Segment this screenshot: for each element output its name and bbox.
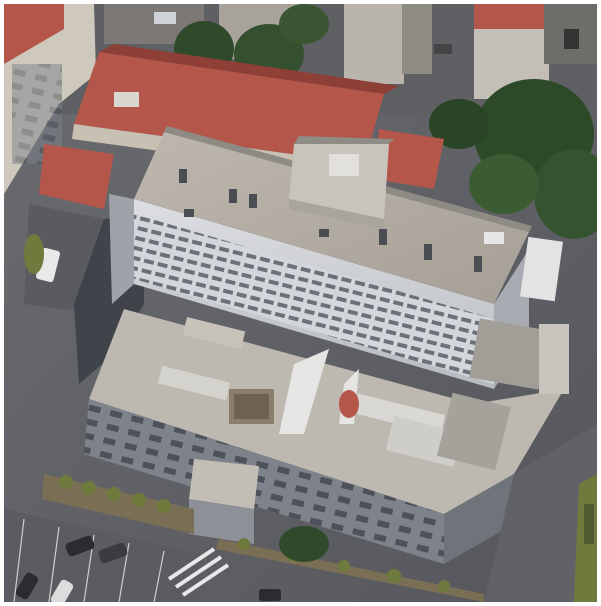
low-wing	[84, 236, 569, 564]
parking-bottom	[4, 509, 281, 602]
main-tower	[109, 126, 532, 389]
neighbourhood-top	[4, 4, 597, 114]
hedge-strip	[42, 474, 484, 602]
road-right	[484, 424, 597, 602]
building-left	[4, 4, 96, 194]
trees-right	[429, 79, 597, 239]
entrance-block	[189, 459, 259, 544]
aerial-photo	[4, 4, 597, 602]
tower-roof	[134, 132, 529, 304]
